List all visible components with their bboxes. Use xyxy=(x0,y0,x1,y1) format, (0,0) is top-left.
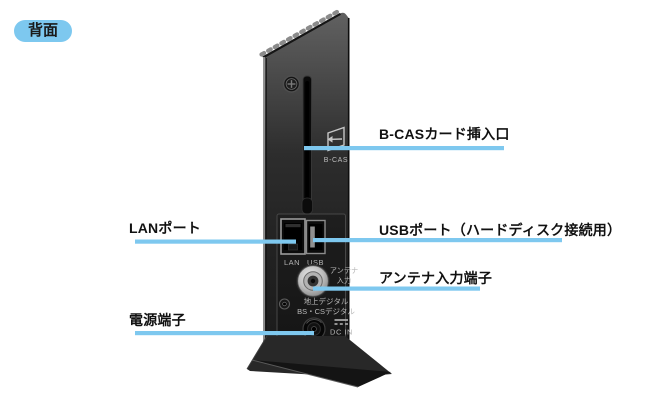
bcas-card-slot xyxy=(301,75,313,215)
usb-port xyxy=(305,219,326,255)
top-edge xyxy=(262,12,342,59)
dc-symbol-icon xyxy=(334,319,348,325)
tuner-label-line2: BS・CSデジタル xyxy=(297,306,355,316)
view-badge: 背面 xyxy=(14,20,73,42)
callout-line-antenna xyxy=(313,286,480,291)
screw-icon xyxy=(282,75,301,93)
tuner-label-line1: 地上デジタル xyxy=(304,296,349,306)
bcas-port-label: B-CAS xyxy=(324,157,348,164)
lan-port xyxy=(280,218,306,255)
callout-line-power xyxy=(135,331,314,336)
callout-line-lan xyxy=(135,239,296,244)
vent-serration xyxy=(259,8,342,57)
callout-label-power: 電源端子 xyxy=(129,312,186,328)
callout-lines xyxy=(135,146,562,336)
device-stand xyxy=(246,335,392,388)
bcas-card-icon xyxy=(327,126,345,152)
callout-label-lan: LANポート xyxy=(129,220,201,236)
lan-port-label: LAN xyxy=(284,258,300,267)
callout-line-usb xyxy=(313,238,562,243)
antenna-label-line1: アンテナ xyxy=(330,266,358,275)
dc-in-label: DC IN xyxy=(330,328,353,337)
callout-label-bcas: B-CASカード挿入口 xyxy=(379,126,510,142)
usb-port-label: USB xyxy=(307,258,324,267)
callout-line-bcas xyxy=(304,146,504,151)
callout-label-antenna: アンテナ入力端子 xyxy=(379,270,493,286)
small-screw-icon xyxy=(278,298,291,310)
coax-antenna-connector xyxy=(296,264,330,298)
antenna-label-line2: 入力 xyxy=(337,276,351,285)
callout-label-usb: USBポート（ハードディスク接続用） xyxy=(379,222,622,238)
